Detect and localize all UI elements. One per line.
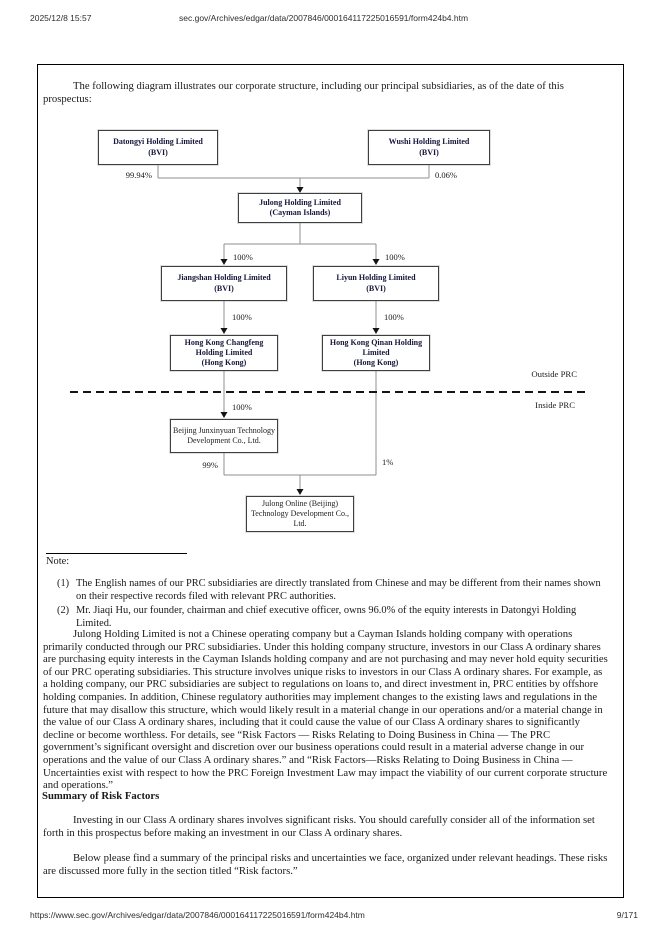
- note-item-2-marker: (2): [57, 604, 70, 616]
- org-node-jiangshan: Jiangshan Holding Limited (BVI): [161, 266, 287, 301]
- note-item-1-text: The English names of our PRC subsidiarie…: [76, 578, 601, 603]
- footer-page-number: 9/171: [616, 910, 638, 920]
- page-border: [37, 64, 624, 898]
- note-divider: [46, 553, 187, 554]
- ownership-label-liyun-qinan: 100%: [384, 312, 404, 322]
- ownership-label-beijing-julong-online: 99%: [202, 460, 218, 470]
- summary-of-risk-factors-heading: Summary of Risk Factors: [42, 790, 160, 802]
- header-url: sec.gov/Archives/edgar/data/2007846/0001…: [179, 13, 469, 23]
- org-node-liyun-name: Liyun Holding Limited: [336, 273, 416, 283]
- note-item-2: (2) Mr. Jiaqi Hu, our founder, chairman …: [57, 604, 609, 630]
- zone-label-outside-prc: Outside PRC: [531, 369, 577, 379]
- org-node-changfeng: Hong Kong Changfeng Holding Limited (Hon…: [170, 335, 278, 371]
- org-node-changfeng-name: Hong Kong Changfeng Holding Limited: [184, 337, 264, 357]
- note-list: (1) The English names of our PRC subsidi…: [57, 577, 609, 631]
- org-node-qinan-name: Hong Kong Qinan Holding Limited: [329, 337, 423, 357]
- org-node-liyun-jurisdiction: (BVI): [366, 283, 386, 293]
- org-node-qinan-jurisdiction: (Hong Kong): [353, 358, 399, 368]
- org-node-wushi-name: Wushi Holding Limited: [388, 137, 470, 147]
- risk-paragraph-investing: Investing in our Class A ordinary shares…: [43, 814, 595, 839]
- org-node-julong-name: Julong Holding Limited: [259, 197, 341, 207]
- org-node-jiangshan-name: Jiangshan Holding Limited: [177, 273, 271, 283]
- ownership-label-julong-jiangshan: 100%: [233, 252, 253, 262]
- zone-label-inside-prc: Inside PRC: [535, 400, 575, 410]
- org-node-julong-jurisdiction: (Cayman Islands): [269, 208, 331, 217]
- org-node-beijing-junxinyuan-name: Beijing Junxinyuan Technology Developmen…: [173, 425, 275, 445]
- note-label: Note:: [46, 556, 70, 567]
- org-node-changfeng-jurisdiction: (Hong Kong): [201, 358, 247, 368]
- org-node-datongyi-jurisdiction: (BVI): [148, 147, 168, 157]
- footer-url: https://www.sec.gov/Archives/edgar/data/…: [30, 910, 365, 920]
- org-node-julong-online: Julong Online (Beijing) Technology Devel…: [246, 496, 354, 532]
- ownership-label-datongyi-julong: 99.94%: [125, 170, 152, 180]
- ownership-label-qinan-julong-online: 1%: [382, 457, 394, 467]
- org-node-beijing-junxinyuan: Beijing Junxinyuan Technology Developmen…: [170, 419, 278, 453]
- org-node-jiangshan-jurisdiction: (BVI): [214, 283, 234, 293]
- intro-text: The following diagram illustrates our co…: [43, 80, 564, 105]
- org-node-qinan: Hong Kong Qinan Holding Limited (Hong Ko…: [322, 335, 430, 371]
- ownership-label-julong-liyun: 100%: [385, 252, 405, 262]
- org-node-julong: Julong Holding Limited (Cayman Islands): [238, 193, 362, 223]
- ownership-label-changfeng-beijing: 100%: [232, 402, 252, 412]
- ownership-label-wushi-julong: 0.06%: [435, 170, 457, 180]
- note-item-2-text: Mr. Jiaqi Hu, our founder, chairman and …: [76, 604, 577, 630]
- org-node-datongyi: Datongyi Holding Limited (BVI): [98, 130, 218, 165]
- holding-structure-paragraph: Julong Holding Limited is not a Chinese …: [43, 628, 608, 792]
- org-node-julong-online-name: Julong Online (Beijing) Technology Devel…: [250, 498, 350, 529]
- org-node-wushi: Wushi Holding Limited (BVI): [368, 130, 490, 165]
- org-node-datongyi-name: Datongyi Holding Limited: [113, 137, 203, 147]
- ownership-label-jiangshan-changfeng: 100%: [232, 312, 252, 322]
- org-node-liyun: Liyun Holding Limited (BVI): [313, 266, 439, 301]
- risk-paragraph-summary: Below please find a summary of the princ…: [43, 852, 608, 877]
- note-item-1: (1) The English names of our PRC subsidi…: [57, 577, 609, 603]
- note-item-1-marker: (1): [57, 578, 70, 589]
- org-node-wushi-jurisdiction: (BVI): [419, 147, 439, 157]
- header-datetime: 2025/12/8 15:57: [30, 13, 92, 23]
